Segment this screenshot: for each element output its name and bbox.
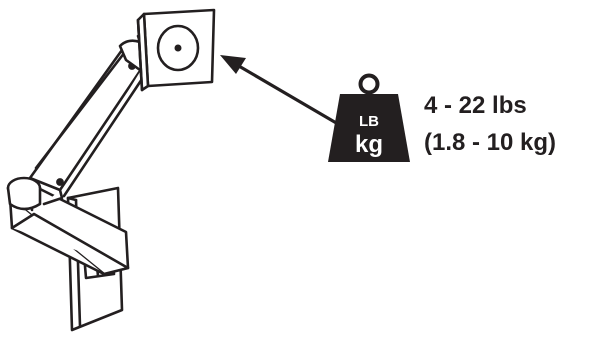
- weight-icon-bottom-text: kg: [355, 131, 383, 158]
- monitor-arm-illustration: [6, 8, 216, 332]
- elbow-joint: [6, 176, 42, 211]
- dynamic-arm: [28, 46, 150, 206]
- pointer-arrow-icon: [220, 55, 339, 126]
- weight-icon: LB kg: [328, 73, 410, 162]
- capacity-line-2: (1.8 - 10 kg): [424, 129, 556, 156]
- vesa-plate: [136, 8, 216, 92]
- capacity-line-1: 4 - 22 lbs: [424, 92, 527, 119]
- weight-icon-top-text: LB: [359, 113, 379, 130]
